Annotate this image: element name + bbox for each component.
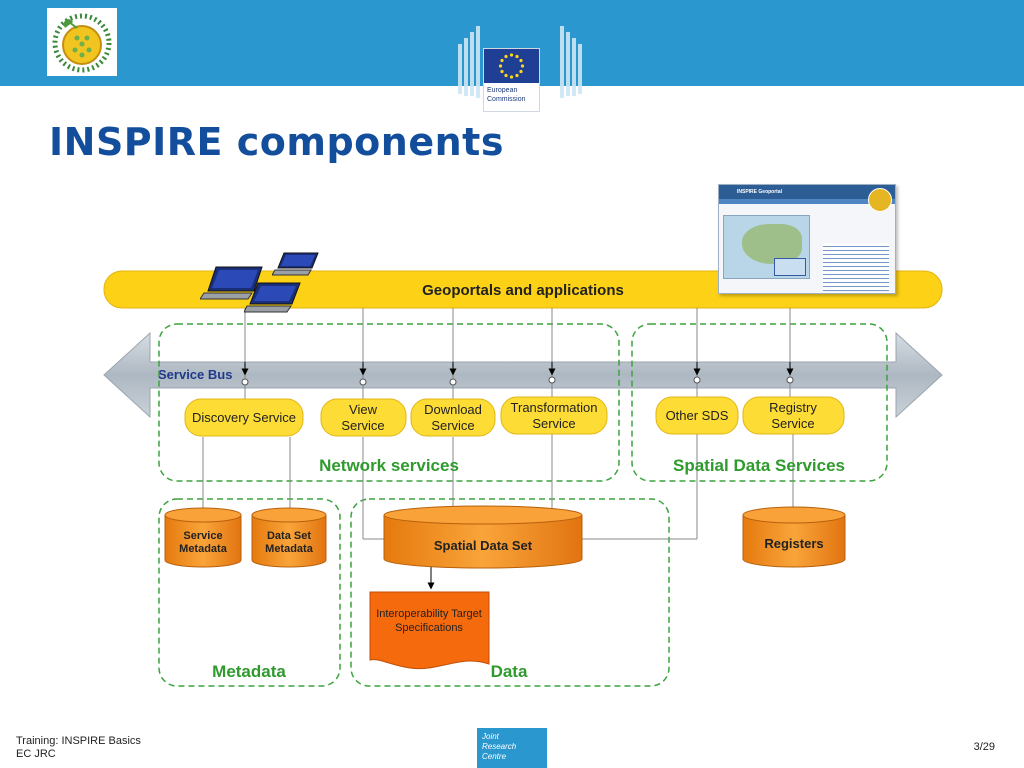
jrc-line2: Research <box>482 742 517 751</box>
geoportal-screenshot-text <box>823 243 889 291</box>
spatial-data-services-label: Spatial Data Services <box>673 456 845 475</box>
geoportal-screenshot-map <box>723 215 810 279</box>
eu-flag-icon <box>484 49 539 83</box>
view-service-label-line2: Service <box>341 418 384 433</box>
transformation-service-label-line2: Service <box>532 416 575 431</box>
slide-title: INSPIRE components <box>49 120 504 164</box>
service-metadata-cylinder <box>164 507 242 568</box>
metadata-label: Metadata <box>212 662 286 681</box>
service-bus-arrow <box>103 331 943 419</box>
jrc-line1: Joint <box>482 732 499 741</box>
european-commission-logo <box>458 22 582 112</box>
ec-text-line1: European <box>487 87 518 94</box>
footer-text: Training: INSPIRE Basics EC JRC <box>16 735 141 761</box>
jrc-logo: Joint Research Centre <box>477 728 547 768</box>
download-service-label-line1: Download <box>424 402 482 417</box>
discovery-service-box <box>184 398 304 437</box>
footer-line2: EC JRC <box>16 748 56 760</box>
geoportal-screenshot-header: INSPIRE Geoportal <box>719 185 895 199</box>
geoportal-screenshot-title: INSPIRE Geoportal <box>737 189 783 195</box>
metadata-group <box>158 498 341 687</box>
european-commission-emblem: European Commission <box>483 48 540 112</box>
service-metadata-label-line2: Metadata <box>179 543 228 555</box>
other-sds-box <box>655 396 739 435</box>
footer-line1: Training: INSPIRE Basics <box>16 735 141 747</box>
jrc-line3: Centre <box>482 752 507 761</box>
geoportal-screenshot-nav <box>719 199 895 204</box>
spatial-data-set-label: Spatial Data Set <box>434 538 533 553</box>
service-metadata-label-line1: Service <box>183 530 222 542</box>
document-label-line2: Specifications <box>395 622 463 634</box>
inspire-logo <box>47 8 117 76</box>
dataset-metadata-cylinder <box>251 507 327 568</box>
registry-service-box <box>742 396 845 435</box>
other-sds-label: Other SDS <box>666 408 729 423</box>
laptop-icon <box>243 282 301 318</box>
network-services-label: Network services <box>319 456 459 475</box>
dataset-metadata-label-line1: Data Set <box>267 530 311 542</box>
transformation-service-label-line1: Transformation <box>511 400 598 415</box>
network-services-group <box>158 323 620 482</box>
service-bus-label: Service Bus <box>158 367 232 382</box>
transformation-service-box <box>500 396 608 435</box>
download-service-box <box>410 398 496 437</box>
registers-label: Registers <box>764 536 823 551</box>
discovery-service-label: Discovery Service <box>192 410 296 425</box>
inspire-globe-icon <box>868 188 892 212</box>
geoportal-screenshot: INSPIRE Geoportal <box>718 184 896 294</box>
laptop-icon <box>199 265 263 301</box>
view-service-label-line1: View <box>349 402 378 417</box>
data-group <box>350 498 670 687</box>
dataset-metadata-label-line2: Metadata <box>265 543 314 555</box>
page-number: 3/29 <box>973 741 995 753</box>
interoperability-specs-document <box>369 591 490 670</box>
registry-service-label-line2: Service <box>771 416 814 431</box>
view-service-box <box>320 398 407 437</box>
download-service-label-line2: Service <box>431 418 474 433</box>
ec-text-line2: Commission <box>487 96 526 103</box>
laptop-icon <box>271 252 324 288</box>
document-label-line1: Interoperability Target <box>376 608 482 620</box>
registry-service-label-line1: Registry <box>769 400 817 415</box>
registers-cylinder <box>742 506 846 568</box>
data-label: Data <box>491 662 528 681</box>
spatial-data-set-cylinder <box>383 505 583 569</box>
spatial-data-services-group <box>631 323 888 482</box>
geoportals-label: Geoportals and applications <box>422 282 624 299</box>
